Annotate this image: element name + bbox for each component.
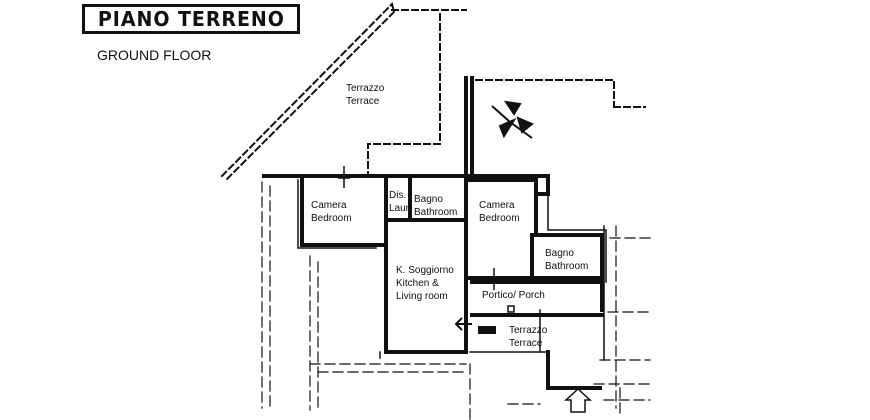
room-label-terrace-bottom: Terrazzo Terrace <box>509 324 547 350</box>
room-label-terrace-top: Terrazzo Terrace <box>346 82 384 108</box>
room-label-dis-laun: Dis. Laun <box>389 189 411 215</box>
entrance-arrow-icon <box>564 387 592 413</box>
room-name-it: Camera <box>479 200 515 211</box>
room-label-bathroom-mid: Bagno Bathroom <box>414 193 457 219</box>
title-box: PIANO TERRENO <box>82 4 300 34</box>
room-name-en: Bedroom <box>479 213 520 224</box>
room-label-bedroom-left: Camera Bedroom <box>311 199 352 225</box>
wall-group <box>262 76 604 390</box>
room-name-line3: Living room <box>396 291 448 302</box>
door-ticks <box>338 166 500 290</box>
page-subtitle: GROUND FLOOR <box>97 47 212 63</box>
room-name-it: Bagno <box>545 248 574 259</box>
terrace-outline <box>220 2 646 182</box>
room-name-en: Laun <box>389 203 412 214</box>
page-title: PIANO TERRENO <box>97 7 285 31</box>
compass-rose-icon <box>491 100 534 139</box>
room-name-en: Bathroom <box>545 261 589 272</box>
room-name-line1: K. Soggiorno <box>396 265 454 276</box>
thin-wall-group <box>297 179 607 361</box>
room-name-en: Bathroom <box>414 207 458 218</box>
door-mark <box>478 326 496 334</box>
room-name-it: Camera <box>311 200 347 211</box>
boundary-dashed <box>261 181 651 420</box>
room-name-it: Terrazzo <box>509 325 548 336</box>
room-name-it: Dis. <box>389 190 407 201</box>
room-name-it: Terrazzo <box>346 83 385 94</box>
room-name-en: Terrace <box>346 96 380 107</box>
room-label-porch: Portico/ Porch <box>482 290 545 301</box>
room-label-bathroom-right: Bagno Bathroom <box>545 247 588 273</box>
room-name-it: Bagno <box>414 194 443 205</box>
room-label-kitchen-living: K. Soggiorno Kitchen & Living room <box>396 264 454 303</box>
exit-arrow-icon <box>454 317 472 331</box>
room-name-en: Bedroom <box>311 213 352 224</box>
room-name-line2: Kitchen & <box>396 278 439 289</box>
room-label-bedroom-right: Camera Bedroom <box>479 199 520 225</box>
column-mark <box>507 305 515 313</box>
room-name-en: Terrace <box>509 338 543 349</box>
